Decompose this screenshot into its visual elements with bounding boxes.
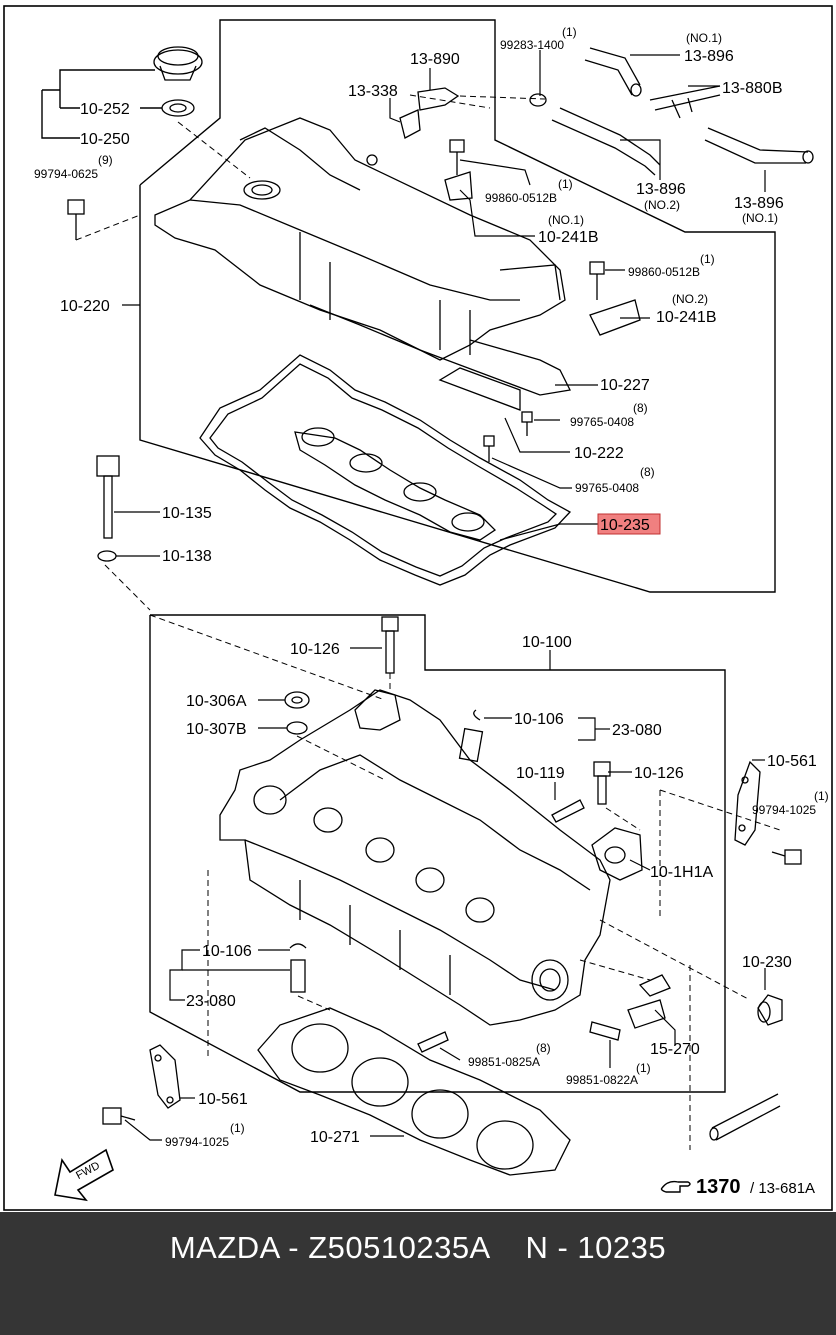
label-99283-1400: 99283-1400 (500, 38, 564, 52)
label-99794-0625: 99794-0625 (34, 167, 98, 181)
label-10-241b-a: 10-241B (538, 229, 599, 246)
label-10-126-a: 10-126 (290, 641, 340, 658)
ref-13-681a: / 13-681A (750, 1180, 815, 1197)
exploded-view-svg: FWD 10-252 10-250 (9) 99794-0625 13-338 … (3, 5, 833, 1211)
qty-8-b: (8) (640, 465, 655, 479)
lower-group-outline (149, 614, 726, 1093)
label-no1-b: (NO.1) (742, 211, 778, 225)
label-99794-1025-a: 99794-1025 (752, 803, 816, 817)
label-10-306a: 10-306A (186, 693, 247, 710)
label-10-252: 10-252 (80, 101, 130, 118)
label-99765-0408-a: 99765-0408 (570, 415, 634, 429)
label-10-250: 10-250 (80, 131, 130, 148)
label-13-338: 13-338 (348, 83, 398, 100)
label-no2-a: (NO.2) (644, 198, 680, 212)
cylinder-head-drawing (102, 616, 802, 1176)
label-10-227: 10-227 (600, 377, 650, 394)
label-10-235: 10-235 (600, 517, 650, 534)
upper-group-outline (139, 19, 776, 593)
qty-1-d: (1) (814, 789, 829, 803)
qty-8-c: (8) (536, 1041, 551, 1055)
label-10-307b: 10-307B (186, 721, 247, 738)
label-no1-a: (NO.1) (686, 31, 722, 45)
cylinder-head-cover-drawing (67, 46, 814, 586)
qty-8-a: (8) (633, 401, 648, 415)
label-15-270: 15-270 (650, 1041, 700, 1058)
label-13-890: 13-890 (410, 51, 460, 68)
label-10-222: 10-222 (574, 445, 624, 462)
label-99851-0822a: 99851-0822A (566, 1073, 638, 1087)
highlight-box (597, 513, 661, 535)
qty-1-c: (1) (700, 252, 715, 266)
label-10-561-b: 10-561 (198, 1091, 248, 1108)
footer-part-number: MAZDA - Z50510235A N - 10235 (169, 1230, 667, 1265)
qty-1-e: (1) (636, 1061, 651, 1075)
qty-1-a: (1) (562, 25, 577, 39)
label-23-080-a: 23-080 (612, 722, 662, 739)
label-10-119: 10-119 (516, 765, 565, 782)
label-13-896-b: 13-896 (636, 181, 686, 198)
label-13-880b: 13-880B (722, 80, 783, 97)
pointer-hand-icon (660, 1180, 691, 1193)
label-99860-0512b-a: 99860-0512B (485, 191, 557, 205)
label-10-230: 10-230 (742, 954, 792, 971)
label-99765-0408-b: 99765-0408 (575, 481, 639, 495)
label-99794-1025-b: 99794-1025 (165, 1135, 229, 1149)
fwd-arrow-icon: FWD (54, 1148, 114, 1202)
qty-9: (9) (98, 153, 113, 167)
qty-1-f: (1) (230, 1121, 245, 1135)
label-13-896-c: 13-896 (734, 195, 784, 212)
parts-diagram: FWD 10-252 10-250 (9) 99794-0625 13-338 … (3, 5, 833, 1211)
label-10-138: 10-138 (162, 548, 212, 565)
label-23-080-b: 23-080 (186, 993, 236, 1010)
qty-1-b: (1) (558, 177, 573, 191)
label-10-126-b: 10-126 (634, 765, 684, 782)
label-10-561-a: 10-561 (767, 753, 817, 770)
label-10-271: 10-271 (310, 1129, 360, 1146)
footer-bar: MAZDA - Z50510235A N - 10235 (0, 1212, 836, 1335)
ref-1370: 1370 (696, 1176, 741, 1198)
label-10-106-a: 10-106 (514, 711, 564, 728)
label-10-135: 10-135 (162, 505, 212, 522)
label-10-100: 10-100 (522, 634, 572, 651)
label-99851-0825a: 99851-0825A (468, 1055, 540, 1069)
label-10-1h1a: 10-1H1A (650, 864, 713, 881)
label-no2-b: (NO.2) (672, 292, 708, 306)
label-10-220: 10-220 (60, 298, 110, 315)
label-10-241b-b: 10-241B (656, 309, 717, 326)
label-10-106-b: 10-106 (202, 943, 252, 960)
label-no1-c: (NO.1) (548, 213, 584, 227)
label-13-896-a: 13-896 (684, 48, 734, 65)
label-99860-0512b-b: 99860-0512B (628, 265, 700, 279)
